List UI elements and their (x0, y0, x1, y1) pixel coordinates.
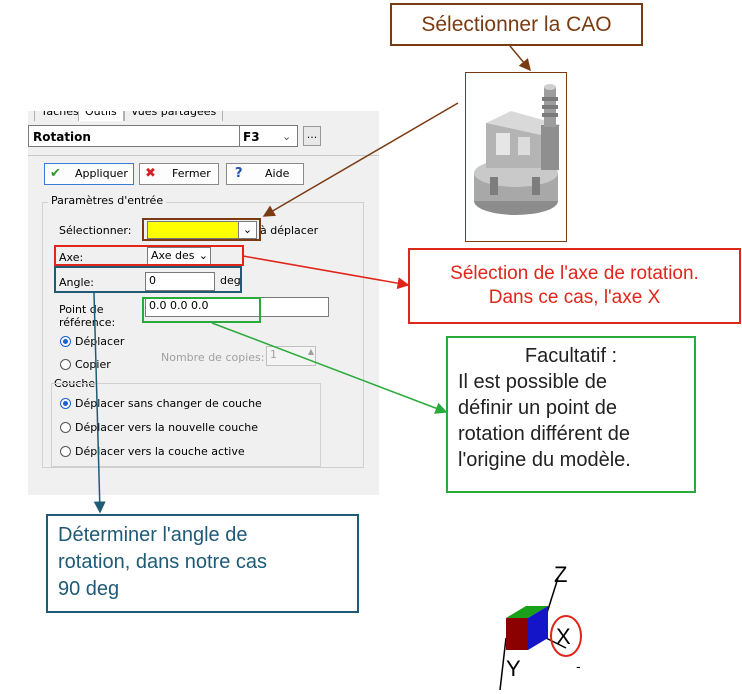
apply-button-label: Appliquer (75, 167, 128, 180)
x-axis-label: X (556, 624, 571, 649)
command-name-field[interactable]: Rotation (28, 125, 240, 147)
chevron-down-icon: ⌄ (198, 249, 208, 262)
axis-dash: - (576, 658, 581, 674)
annotation-ref-point-line: rotation différent de (458, 423, 630, 445)
tab-vues-partagees[interactable]: Vues partagées (124, 111, 224, 121)
tab-bar: Tâches Outils Vues partagées (28, 111, 379, 121)
y-axis-label: Y (506, 656, 521, 681)
z-axis-label: Z (554, 562, 568, 587)
cad-model-image (474, 84, 561, 215)
help-icon: ? (235, 166, 243, 181)
select-highlight (142, 218, 261, 241)
close-button-label: Fermer (172, 167, 211, 180)
axis-select-value: Axe des (151, 249, 195, 262)
cad-model-frame[interactable] (465, 72, 567, 242)
annotation-angle-line: rotation, dans notre cas (58, 551, 268, 573)
move-radio[interactable] (60, 336, 71, 347)
more-options-button[interactable]: ... (303, 126, 321, 146)
annotation-ref-point: Facultatif : Il est possible de définir … (446, 336, 696, 493)
layer-active-radio[interactable] (60, 446, 71, 457)
params-group-label: Paramètres d'entrée (48, 194, 167, 207)
layer-new-label: Déplacer vers la nouvelle couche (75, 421, 259, 434)
copies-label: Nombre de copies: (161, 351, 265, 364)
axis-label: Axe: (59, 251, 84, 264)
ref-point-label: Point de (59, 303, 104, 316)
axis-highlight (54, 245, 244, 266)
axis-triad-graphic (499, 577, 582, 691)
command-row: Rotation F3 ⌄ ... (28, 125, 379, 149)
move-option-label: Déplacer (75, 335, 125, 348)
ref-point-label-2: référence: (59, 316, 116, 329)
annotation-ref-point-line: l'origine du modèle. (458, 449, 631, 471)
arrow-to-angle-box (93, 292, 106, 514)
angle-input[interactable]: 0 (145, 272, 215, 291)
close-icon: ✖ (145, 166, 156, 181)
layer-active-label: Déplacer vers la couche active (75, 445, 245, 458)
select-hint: à déplacer (260, 224, 319, 237)
arrow-to-select (262, 102, 459, 217)
tab-outils[interactable]: Outils (78, 111, 124, 121)
help-button[interactable]: ? Aide (226, 163, 304, 185)
annotation-axis-line-1: Sélection de l'axe de rotation. (450, 263, 699, 284)
layer-group (51, 383, 321, 467)
select-label: Sélectionner: (59, 224, 132, 237)
apply-button[interactable]: ✔ Appliquer (44, 163, 134, 185)
stepper-up-icon[interactable]: ▲ (307, 347, 314, 356)
arrow-to-point-box (211, 322, 448, 414)
axis-triad[interactable]: Z X Y - (496, 562, 596, 691)
angle-highlight (54, 266, 242, 293)
angle-label: Angle: (59, 276, 95, 289)
layer-new-radio[interactable] (60, 422, 71, 433)
chevron-down-icon: ⌄ (242, 223, 253, 236)
annotation-angle: Déterminer l'angle de rotation, dans not… (46, 514, 359, 613)
copy-option-label: Copier (75, 358, 111, 371)
arrow-to-axis-box (242, 255, 410, 290)
annotation-select-cad: Sélectionner la CAO (390, 3, 643, 46)
command-panel (28, 155, 379, 495)
copies-value: 1 (270, 348, 277, 361)
check-icon: ✔ (50, 166, 61, 181)
select-dropdown-button[interactable]: ⌄ (238, 221, 257, 239)
help-button-label: Aide (265, 167, 290, 180)
close-button[interactable]: ✖ Fermer (139, 163, 219, 185)
params-group (42, 202, 364, 468)
copy-radio[interactable] (60, 359, 71, 370)
copies-stepper[interactable]: 1 ▲ (266, 346, 316, 366)
ref-point-input[interactable]: 0.0 0.0 0.0 (145, 297, 329, 317)
rotation-dialog: Tâches Outils Vues partagées Rotation F3… (28, 111, 379, 495)
layer-keep-label: Déplacer sans changer de couche (75, 397, 262, 410)
shortcut-field[interactable]: F3 (240, 125, 298, 147)
annotation-angle-line: 90 deg (58, 578, 120, 600)
annotation-ref-point-title: Facultatif : (524, 345, 618, 367)
annotation-angle-line: Déterminer l'angle de (58, 524, 248, 546)
annotation-ref-point-line: Il est possible de (458, 371, 607, 393)
annotation-ref-point-line: définir un point de (458, 397, 618, 419)
layer-keep-radio[interactable] (60, 398, 71, 409)
ref-point-highlight (142, 297, 261, 323)
arrow-to-cad (509, 45, 531, 72)
chevron-down-icon[interactable]: ⌄ (282, 130, 292, 143)
annotation-axis-line-2: Dans ce cas, l'axe X (488, 287, 661, 308)
annotation-axis: Sélection de l'axe de rotation. Dans ce … (408, 248, 741, 324)
angle-unit: deg (220, 274, 241, 287)
